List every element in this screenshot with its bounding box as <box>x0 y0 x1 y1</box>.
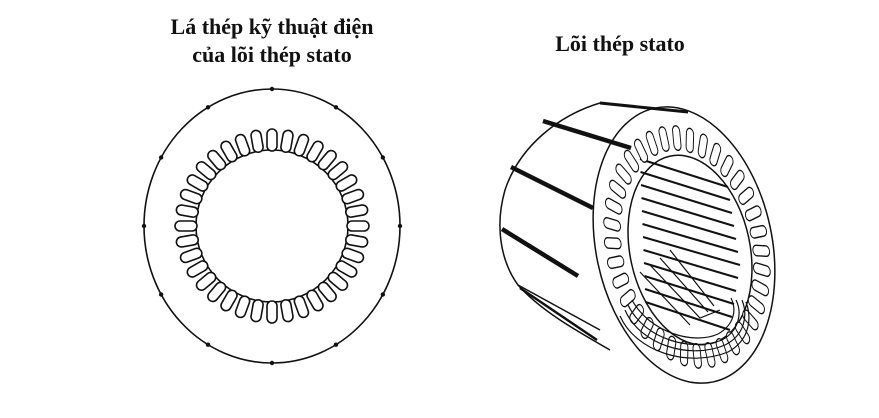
lamination-caption-line-1: Lá thép kỹ thuật điện <box>170 14 374 39</box>
stator-core-drawing <box>499 101 776 384</box>
lamination-bore <box>195 149 349 303</box>
lamination-caption: Lá thép kỹ thuật điện của lõi thép stato <box>132 13 412 69</box>
cylinder-bottom-edge <box>517 284 601 331</box>
cylinder-body-outline <box>499 102 611 351</box>
stator-lamination-drawing <box>141 86 403 366</box>
bore-slot-lines <box>639 158 741 331</box>
cylinder-lower-edge-double <box>519 286 598 342</box>
stator-slots <box>603 125 771 369</box>
lamination-caption-line-2: của lõi thép stato <box>192 42 352 67</box>
lamination-notches <box>141 86 403 366</box>
outer-grooves <box>500 101 689 278</box>
stator-core-caption: Lõi thép stato <box>520 30 720 58</box>
lamination-slots <box>174 128 370 324</box>
winding-bundle <box>619 249 750 359</box>
stator-core-caption-line-1: Lõi thép stato <box>555 31 685 56</box>
